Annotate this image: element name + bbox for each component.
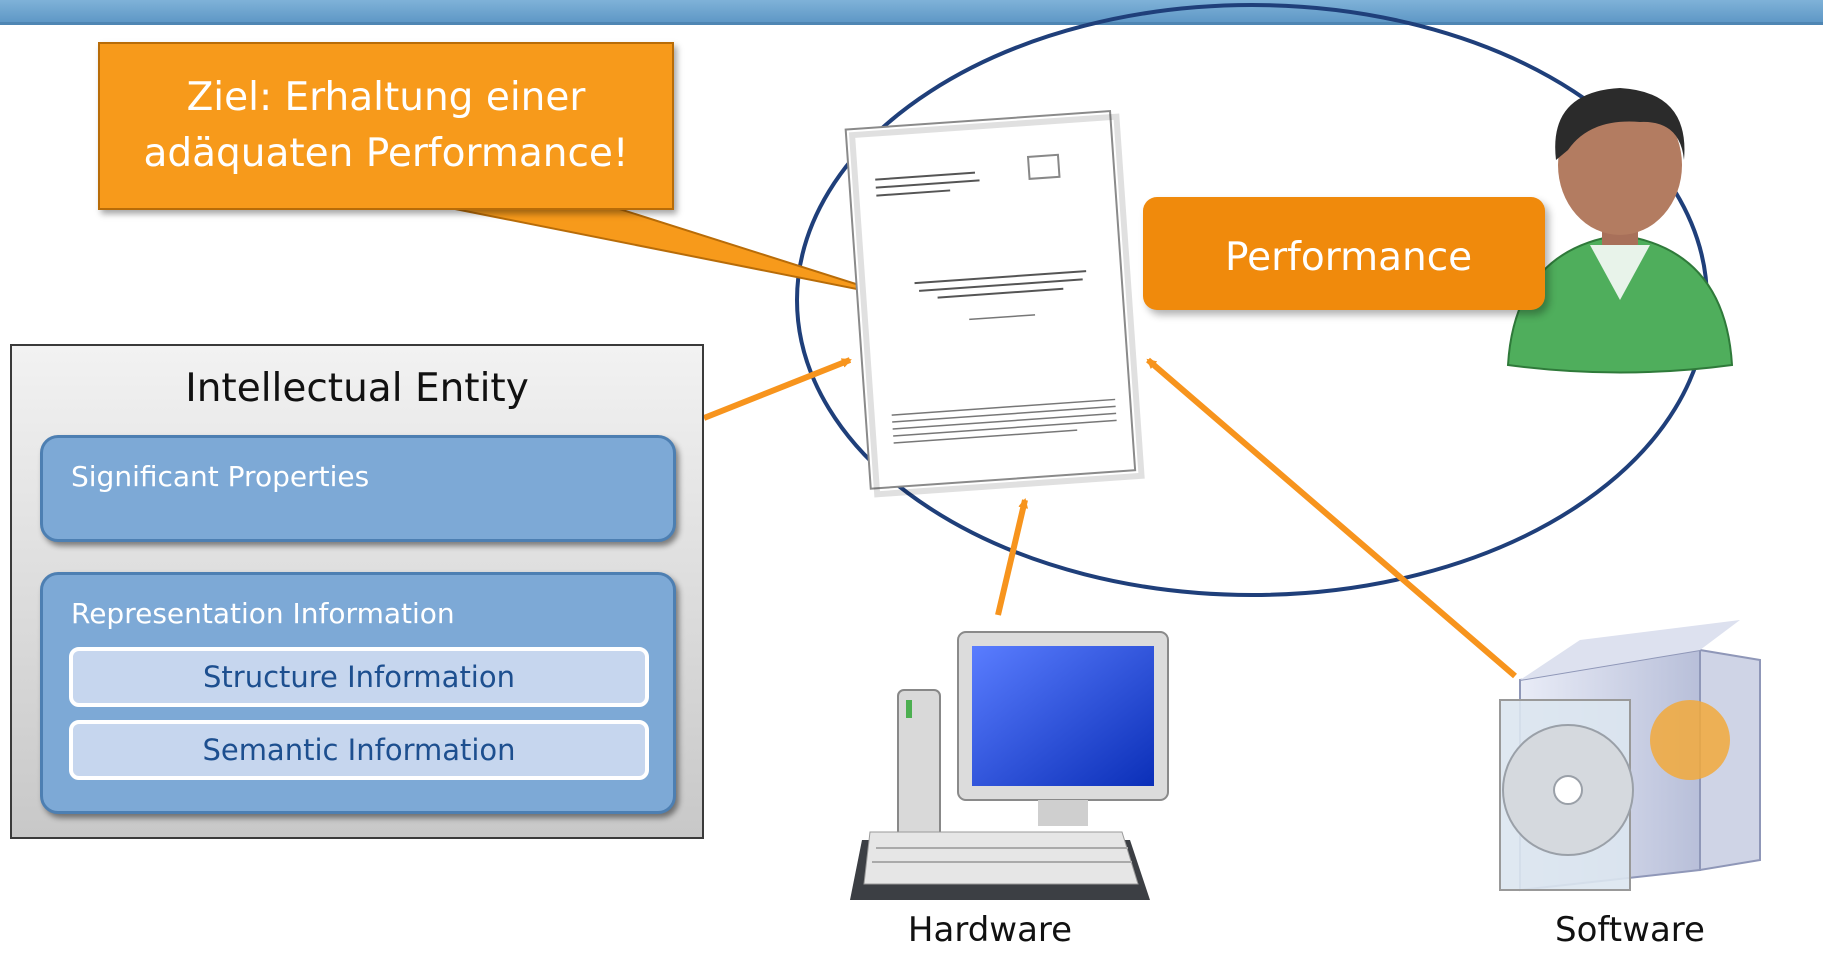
semantic-information-box: Semantic Information (69, 720, 649, 780)
structure-information-label: Structure Information (203, 660, 515, 694)
intellectual-entity-box: Intellectual Entity Significant Properti… (10, 344, 704, 839)
performance-label: Performance (1225, 235, 1473, 280)
semantic-information-label: Semantic Information (202, 733, 516, 767)
representation-information-label: Representation Information (71, 597, 455, 630)
top-bar (0, 0, 1823, 25)
callout-pointer (439, 205, 898, 298)
representation-information-box: Representation Information Structure Inf… (40, 572, 676, 814)
significant-properties-box: Significant Properties (40, 435, 676, 542)
hardware-computer-icon (850, 631, 1169, 900)
goal-callout: Ziel: Erhaltung einer adäquaten Performa… (98, 42, 674, 210)
software-box-icon (1499, 620, 1761, 892)
significant-properties-label: Significant Properties (71, 460, 370, 493)
user-avatar-icon (1506, 88, 1734, 374)
arrow-hardware-to-document (995, 498, 1029, 616)
software-caption: Software (1555, 910, 1705, 950)
structure-information-box: Structure Information (69, 647, 649, 707)
performance-label-box: Performance (1143, 197, 1545, 310)
callout-line-2: adäquaten Performance! (143, 131, 629, 176)
intellectual-entity-title: Intellectual Entity (185, 366, 529, 411)
arrow-software-to-document (1146, 357, 1517, 679)
document-thumbnail (844, 110, 1145, 498)
arrow-entity-to-document (702, 357, 852, 421)
hardware-caption: Hardware (907, 910, 1073, 950)
callout-line-1: Ziel: Erhaltung einer (186, 75, 586, 120)
